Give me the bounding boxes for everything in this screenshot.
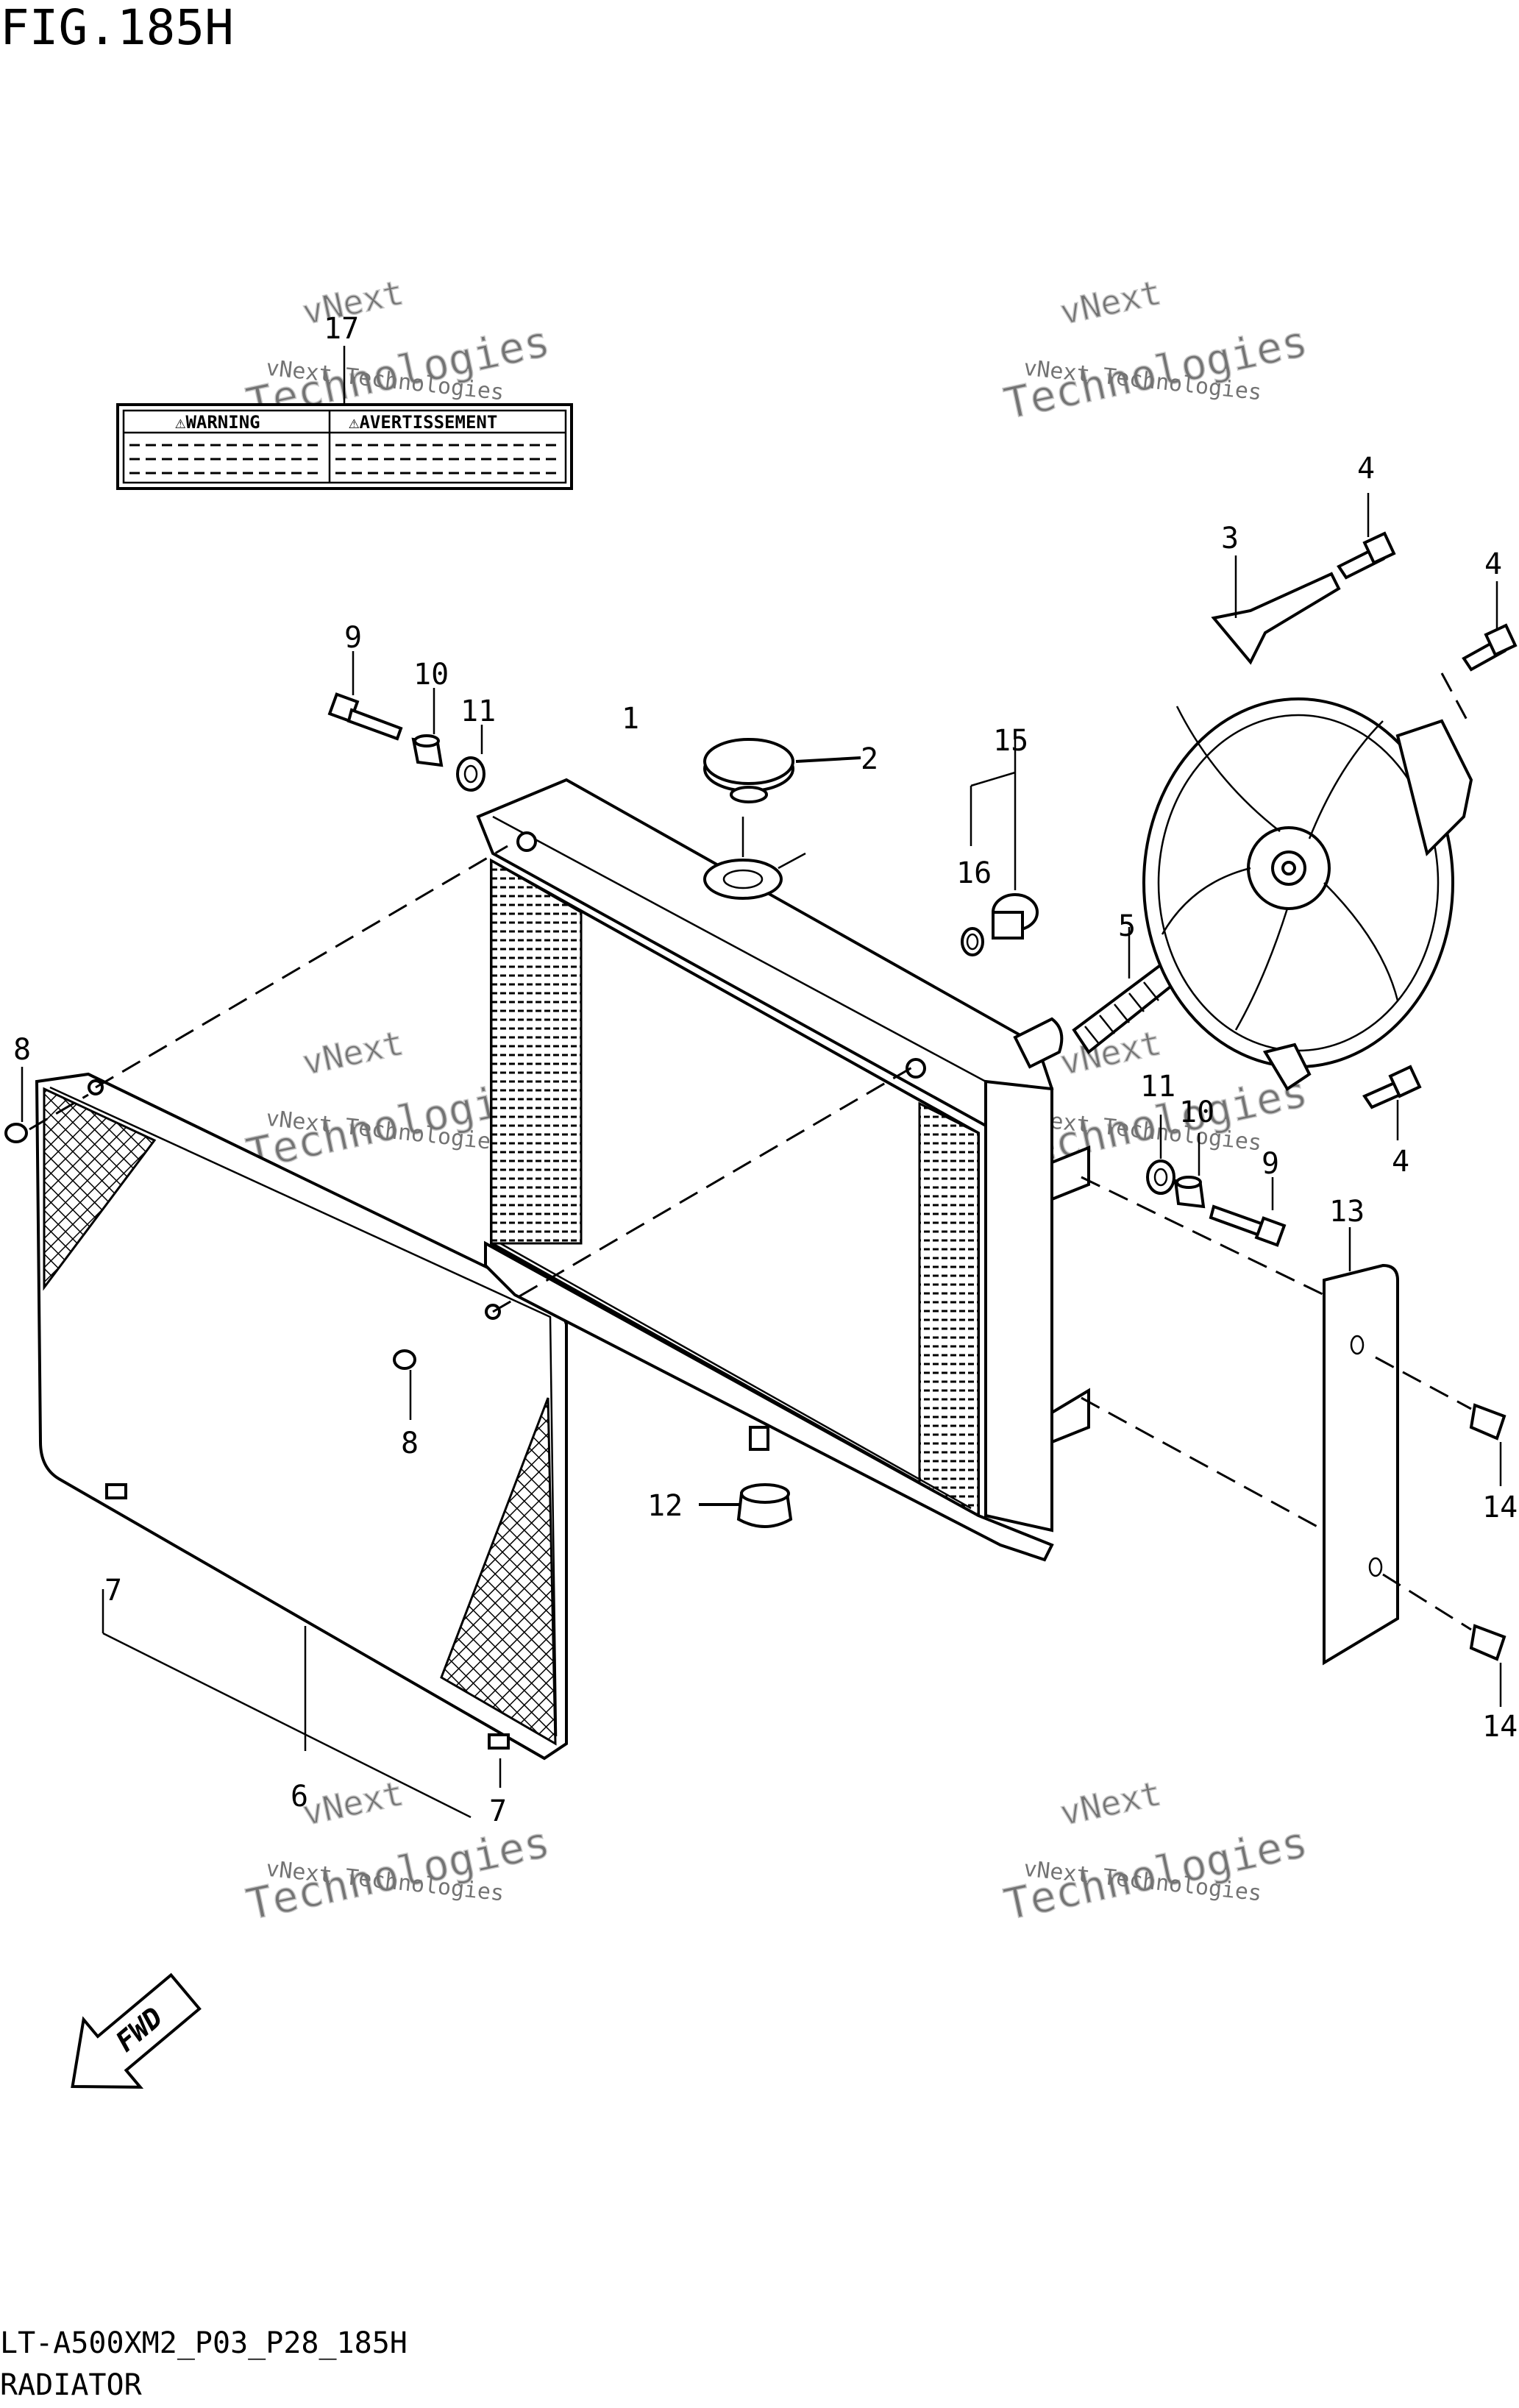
- guard-plate-part-13: [1323, 1227, 1399, 1666]
- warning-heading: ⚠WARNING: [175, 412, 260, 433]
- figure-title: FIG.185H: [0, 0, 234, 56]
- callout-9: 9: [1262, 1147, 1279, 1181]
- push-rivet-part-14: [1382, 1573, 1506, 1707]
- warning-label-part-17: ⚠WARNING ⚠AVERTISSEMENT: [116, 346, 573, 490]
- callout-1: 1: [622, 702, 639, 736]
- callout-11: 11: [1140, 1070, 1175, 1104]
- cushion-part-11: [456, 725, 485, 792]
- o-ring-part-16: [961, 927, 984, 956]
- callout-8: 8: [13, 1033, 31, 1067]
- collar-part-10: [411, 688, 444, 767]
- svg-text:vNext: vNext: [299, 1773, 407, 1833]
- callout-15: 15: [993, 724, 1028, 758]
- screw-part-8: [393, 1349, 416, 1420]
- svg-text:vNext: vNext: [1056, 1773, 1164, 1833]
- bolt-part-4: [1337, 493, 1396, 580]
- callout-16: 16: [956, 856, 992, 890]
- forward-direction-arrow: FWD: [71, 1972, 202, 2089]
- callout-14: 14: [1482, 1491, 1518, 1524]
- callout-17: 17: [324, 312, 359, 346]
- callout-2: 2: [861, 742, 878, 776]
- callout-4: 4: [1484, 547, 1502, 581]
- collar-part-10: [1173, 1133, 1206, 1209]
- screw-part-8: [4, 1067, 89, 1143]
- callout-8: 8: [401, 1427, 419, 1460]
- rubber-mount-part-12: [699, 1483, 793, 1528]
- watermark: vNext Technologies vNext Technologies: [999, 271, 1312, 429]
- radiator-part-1: [476, 778, 1090, 1562]
- callout-10: 10: [1179, 1095, 1214, 1129]
- callout-9: 9: [344, 621, 362, 655]
- callout-numbers: 1 2 3 4 4 4 5 6 7 7 8 8 9 9 10 10 11 11 …: [13, 312, 1518, 1828]
- callout-5: 5: [1118, 909, 1136, 943]
- svg-text:vNext: vNext: [1056, 272, 1164, 333]
- cooling-fan-part-3: [1142, 555, 1473, 1091]
- diagram-name: RADIATOR: [0, 2368, 143, 2402]
- cushion-part-11: [1146, 1115, 1175, 1195]
- bolt-part-4: [1362, 1065, 1422, 1140]
- radiator-screen-part-6: [35, 1072, 568, 1761]
- callout-11: 11: [460, 695, 496, 728]
- bolt-part-9: [1209, 1177, 1287, 1247]
- bolt-part-4: [1440, 581, 1518, 722]
- diagram-code: LT-A500XM2_P03_P28_185H: [0, 2326, 408, 2360]
- callout-7: 7: [104, 1574, 122, 1608]
- bolt-part-9: [327, 651, 403, 741]
- callout-4: 4: [1357, 452, 1375, 486]
- callout-3: 3: [1221, 522, 1239, 555]
- assembly-guide-lines: [95, 845, 1325, 1819]
- callout-7: 7: [489, 1794, 507, 1828]
- radiator-cap-part-2: [703, 738, 861, 857]
- callout-14: 14: [1482, 1710, 1518, 1744]
- avertissement-heading: ⚠AVERTISSEMENT: [349, 412, 497, 433]
- thermo-switch-part-15: [970, 736, 1039, 940]
- watermark: vNext Technologies vNext Technologies: [999, 1772, 1312, 1930]
- callout-13: 13: [1329, 1195, 1365, 1229]
- push-rivet-part-14: [1375, 1356, 1506, 1486]
- callout-12: 12: [647, 1489, 683, 1523]
- watermark: vNext Technologies vNext Technologies: [241, 1772, 555, 1930]
- callout-4: 4: [1392, 1145, 1409, 1179]
- callout-6: 6: [291, 1780, 308, 1814]
- svg-text:vNext: vNext: [299, 1023, 407, 1083]
- callout-10: 10: [413, 658, 449, 692]
